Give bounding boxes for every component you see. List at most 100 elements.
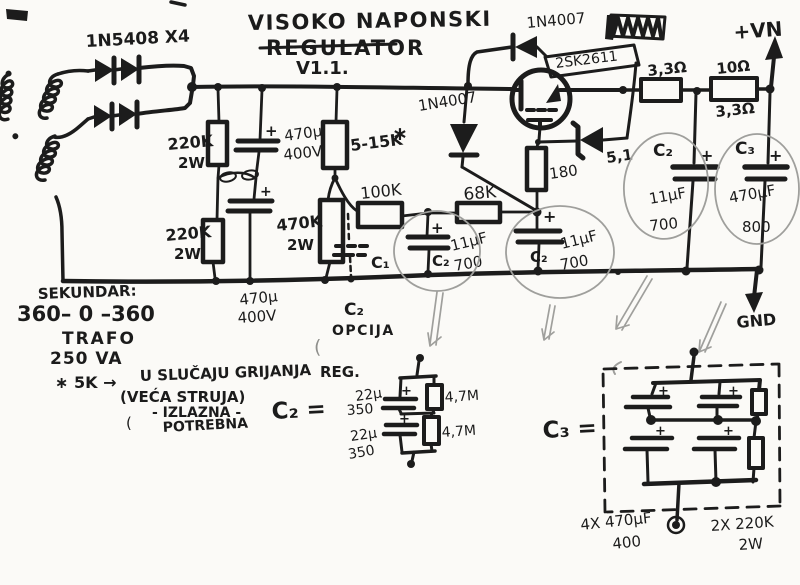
diode-icon xyxy=(450,124,478,153)
wire xyxy=(110,113,121,118)
c3-detail-circuit: C₃ = + + + + 4X 470μF 400 xyxy=(542,347,782,554)
secondary-tap-bottom xyxy=(54,195,65,283)
diode-icon xyxy=(121,58,139,81)
option-label: OPCIJA xyxy=(332,323,395,339)
wire xyxy=(601,136,629,142)
wire xyxy=(112,67,123,72)
footnote-line4: POTREBNA xyxy=(162,416,248,436)
diode-icon xyxy=(94,105,112,128)
caps-voltage: 400 xyxy=(612,532,642,553)
secondary-winding-upper xyxy=(37,72,64,120)
plus-mark: + xyxy=(260,184,272,200)
pencil-arrow xyxy=(541,304,556,341)
cap-value: 11μF xyxy=(449,228,490,254)
resistor-value: 220K xyxy=(165,222,213,245)
caps-spec: 4X 470μF xyxy=(580,509,653,534)
resistor-value: 68K xyxy=(463,182,498,205)
pencil-arrow xyxy=(698,301,727,353)
junction-dot xyxy=(711,477,721,487)
wire xyxy=(215,163,221,222)
wire-loop xyxy=(219,171,237,183)
winding-spec: 360– 0 –360 xyxy=(17,302,155,326)
junction-dot xyxy=(212,277,220,285)
wire xyxy=(258,88,264,142)
wire xyxy=(625,61,638,140)
terminal-dot xyxy=(672,521,680,529)
plus-mark: + xyxy=(728,384,739,399)
sekundar-heading: SEKUNDAR: xyxy=(38,282,137,303)
trafo-power: 250 VA xyxy=(50,349,123,369)
c2-detail-heading: C₂ = xyxy=(271,396,327,425)
wire xyxy=(425,212,430,238)
zener-bar xyxy=(570,120,586,161)
junction-dot xyxy=(347,275,355,283)
gnd-arrowhead xyxy=(745,292,763,313)
dashed-wire xyxy=(346,212,351,243)
footnote-line1: U SLUČAJU GRIJANJA xyxy=(139,360,311,385)
resistor-wattage: 2W xyxy=(174,245,201,263)
bottom-bus xyxy=(641,477,759,487)
c1-label: C₁ xyxy=(371,253,390,272)
pencil-circle-c2a xyxy=(393,210,481,292)
wire xyxy=(397,407,403,415)
resistor-220k-bottom xyxy=(747,436,765,470)
resistor-leads xyxy=(429,375,436,453)
resistor-220k-top xyxy=(205,119,230,168)
wire xyxy=(536,242,541,271)
diagonal-wire xyxy=(460,165,539,213)
zener-icon xyxy=(580,127,603,153)
resistor-value: 220K xyxy=(167,131,215,154)
trafo-label: TRAFO xyxy=(62,329,136,349)
bottom-rail xyxy=(60,266,760,284)
diode-label: 1N4007 xyxy=(417,88,478,115)
wire xyxy=(86,68,97,73)
adjust-chain: 5-15K ∗ 470K 2W xyxy=(275,83,408,284)
primary-winding xyxy=(0,70,19,140)
cap-value: 11μF xyxy=(559,226,600,252)
resistor-100k xyxy=(355,200,405,230)
wire xyxy=(211,260,217,280)
pencil-paren: ( xyxy=(314,336,321,358)
junction-dot xyxy=(321,276,329,284)
resistor-value: 3,3Ω xyxy=(647,58,688,80)
resistor-value: 4,7M xyxy=(444,388,479,406)
wire xyxy=(685,179,695,270)
pencil-circle-c3o xyxy=(714,133,800,245)
cap-value: 470μF xyxy=(728,181,777,207)
resistors-wattage: 2W xyxy=(738,534,764,554)
diode-icon xyxy=(95,59,114,82)
wire xyxy=(398,374,438,380)
resistor-value: 470K xyxy=(275,211,323,235)
cap-value: 470μ xyxy=(283,122,324,145)
resistor-3r3-a xyxy=(639,77,683,103)
asterisk-mark: ∗ xyxy=(392,123,408,145)
plus-mark: + xyxy=(769,146,782,165)
wire xyxy=(326,176,337,202)
wire xyxy=(537,125,542,142)
resistor-180 xyxy=(524,145,549,193)
resistor-4m7-bottom xyxy=(422,415,441,446)
title-version: V1.1. xyxy=(296,58,349,79)
vout-arrowhead xyxy=(765,36,783,60)
plus-mark: + xyxy=(265,122,278,140)
secondary-tap-top xyxy=(56,68,90,76)
wire xyxy=(536,139,579,144)
wire xyxy=(713,448,718,484)
wire xyxy=(766,91,772,165)
vout-arrow-line xyxy=(769,55,776,89)
heatsink-fins xyxy=(611,16,663,38)
cap-voltage: 800 xyxy=(742,218,771,236)
cap-value: 470μ xyxy=(239,287,279,309)
wire xyxy=(333,176,359,213)
terminal-ring xyxy=(666,515,686,535)
resistor-5-15k xyxy=(320,119,350,171)
heatsink-blob xyxy=(605,15,618,40)
footnote-star: ∗ 5K → xyxy=(55,373,116,392)
resistor-10r xyxy=(709,76,759,102)
output-cap-c3: + C₃ 470μF 800 xyxy=(728,91,790,275)
plus-mark: + xyxy=(399,412,410,427)
wire xyxy=(717,380,722,396)
footnote-line1b: REG. xyxy=(320,363,360,381)
